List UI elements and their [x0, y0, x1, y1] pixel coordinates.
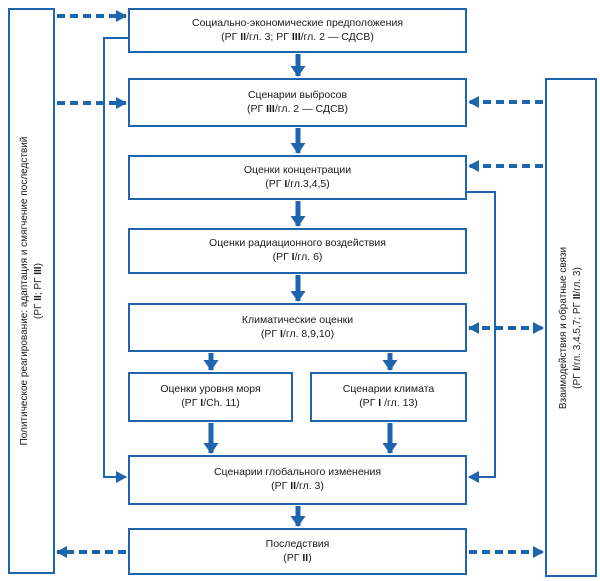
- node-title: Сценарии выбросов: [247, 88, 348, 101]
- node-title: Последствия: [265, 537, 330, 550]
- interactions-feedbacks-sidebar: Взаимодействия и обратные связи (РГ I/гл…: [545, 78, 597, 577]
- node-ref: (РГ I /гл. 13): [359, 397, 418, 409]
- node-socioeconomic-assumptions: Социально-экономические предположения (Р…: [128, 8, 467, 53]
- node-title: Климатические оценки: [241, 313, 354, 326]
- node-ref: (РГ II): [283, 551, 312, 564]
- node-ref: (РГ I/гл. 6): [272, 251, 323, 263]
- interactions-feedbacks-line1: Взаимодействия и обратные связи: [558, 246, 569, 409]
- node-sea-level-estimates: Оценки уровня моря (РГ I/Ch. 11): [128, 372, 293, 422]
- node-ref: (РГ I/гл. 8,9,10): [260, 327, 335, 340]
- node-title: Оценки радиационного воздействия: [209, 237, 386, 250]
- node-concentration-estimates: Оценки концентрации (РГ I/гл.3,4,5): [128, 155, 467, 200]
- policy-response-sidebar: Политическое реагирование: адаптация и с…: [8, 8, 55, 574]
- node-ref: (РГ III/гл. 2 — СДСВ): [246, 102, 349, 115]
- interactions-feedbacks-line2: (РГ I/гл. 3,4,5,7; РГ II/гл. 3): [572, 266, 583, 389]
- policy-response-line1: Политическое реагирование: адаптация и с…: [18, 136, 30, 446]
- feedback-concentration-to-globalchange: [467, 191, 496, 483]
- node-climate-estimates: Климатические оценки (РГ I/гл. 8,9,10): [128, 303, 467, 352]
- policy-response-label: Политическое реагирование: адаптация и с…: [18, 137, 46, 446]
- node-ref: (РГ II/гл. 3): [271, 480, 324, 492]
- node-title: Сценарии глобального изменения: [213, 466, 382, 479]
- node-ref: (РГ II/гл. 3; РГ III/гл. 2 — СДСВ): [221, 30, 374, 43]
- node-ref: (РГ I/гл.3,4,5): [265, 177, 330, 190]
- node-title: Сценарии климата: [342, 383, 435, 396]
- node-climate-scenarios: Сценарии климата (РГ I /гл. 13): [310, 372, 467, 422]
- feedback-socioeconomic-to-globalchange: [103, 37, 128, 483]
- node-impacts: Последствия (РГ II): [128, 528, 467, 575]
- node-ref: (РГ I/Ch. 11): [181, 397, 240, 409]
- node-emission-scenarios: Сценарии выбросов (РГ III/гл. 2 — СДСВ): [128, 78, 467, 127]
- node-title: Социально-экономические предположения: [191, 16, 403, 29]
- policy-response-line2: (РГ II; РГ III): [32, 263, 44, 319]
- node-title: Оценки концентрации: [243, 163, 352, 176]
- node-radiative-forcing-estimates: Оценки радиационного воздействия (РГ I/г…: [128, 228, 467, 274]
- interactions-feedbacks-label: Взаимодействия и обратные связи (РГ I/гл…: [557, 246, 585, 408]
- node-global-change-scenarios: Сценарии глобального изменения (РГ II/гл…: [128, 455, 467, 505]
- node-title: Оценки уровня моря: [160, 383, 261, 396]
